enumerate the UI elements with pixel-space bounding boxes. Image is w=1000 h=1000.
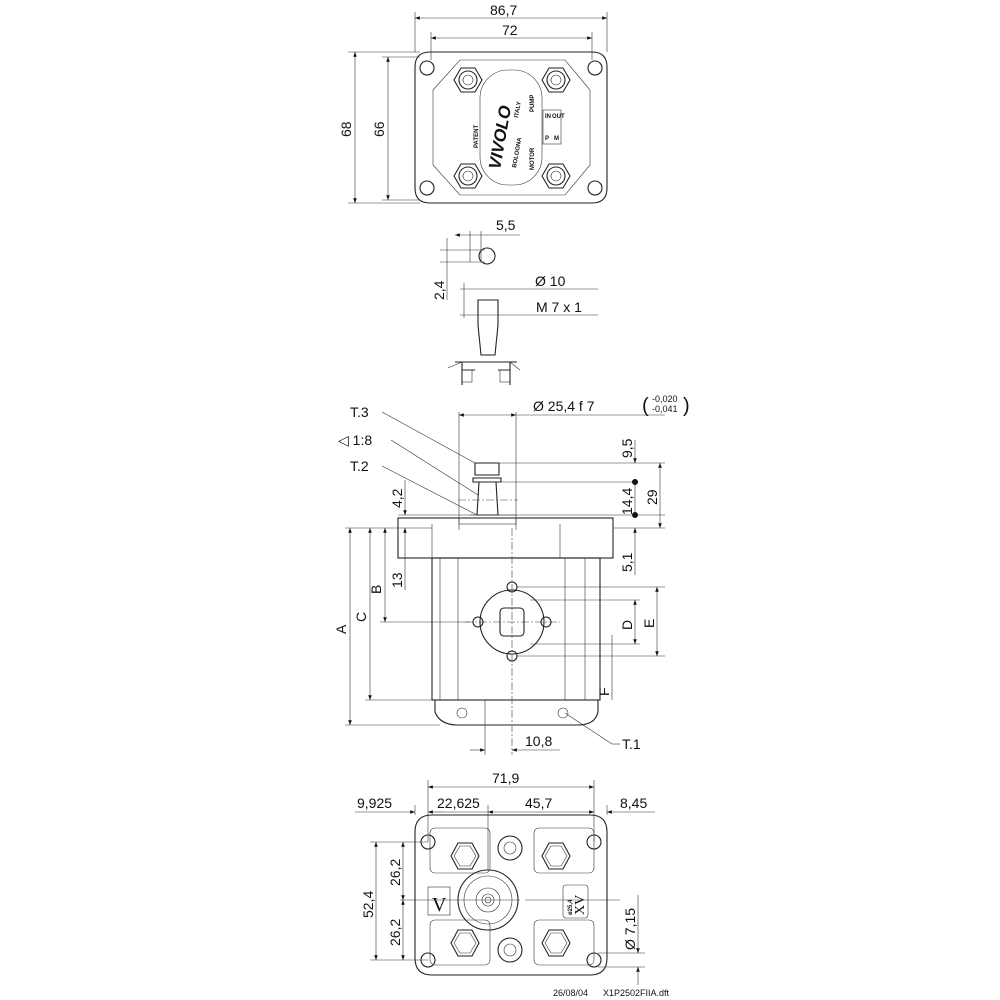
svg-text:26,2: 26,2 bbox=[387, 859, 403, 886]
logo: VIVOLO bbox=[485, 104, 515, 171]
drawing-date: 26/08/04 bbox=[553, 988, 588, 998]
svg-text:4,2: 4,2 bbox=[389, 488, 405, 508]
svg-text:5,1: 5,1 bbox=[619, 552, 635, 572]
svg-text:OUT: OUT bbox=[552, 114, 565, 120]
svg-text:A: A bbox=[333, 624, 349, 634]
shaft-detail: 5,5 2,4 Ø 10 M 7 x 1 bbox=[431, 217, 598, 385]
label-t3: T.3 bbox=[350, 404, 369, 420]
bottom-view: V XV ø25,4 71,9 9,925 22,625 45,7 8,45 5… bbox=[355, 770, 655, 985]
svg-text:Ø 7,15: Ø 7,15 bbox=[622, 908, 638, 950]
svg-text:PUMP: PUMP bbox=[530, 95, 536, 112]
dim-66: 66 bbox=[371, 121, 387, 137]
svg-text:26,2: 26,2 bbox=[387, 919, 403, 946]
drawing-file: X1P2502FIIA.dft bbox=[603, 988, 670, 998]
svg-text:C: C bbox=[353, 612, 369, 622]
svg-text:ITALY: ITALY bbox=[514, 101, 523, 118]
svg-text:M 7 x 1: M 7 x 1 bbox=[536, 299, 582, 315]
label-t1: T.1 bbox=[622, 736, 641, 752]
dim-86-7: 86,7 bbox=[490, 2, 517, 18]
svg-text:-0,020: -0,020 bbox=[652, 394, 678, 404]
svg-text:8,45: 8,45 bbox=[620, 795, 647, 811]
bolts bbox=[453, 67, 571, 189]
svg-text:5,5: 5,5 bbox=[496, 217, 516, 233]
mark-xv: XV bbox=[573, 895, 588, 915]
svg-text:B: B bbox=[368, 585, 384, 594]
svg-text:D: D bbox=[619, 620, 635, 630]
svg-text:Ø 10: Ø 10 bbox=[535, 273, 566, 289]
dim-68: 68 bbox=[338, 121, 354, 137]
svg-text:71,9: 71,9 bbox=[492, 770, 519, 786]
svg-text:MOTOR: MOTOR bbox=[530, 147, 536, 170]
dim-72: 72 bbox=[502, 22, 518, 38]
svg-text:F: F bbox=[596, 687, 612, 696]
svg-text:22,625: 22,625 bbox=[437, 795, 480, 811]
svg-text:-0,041: -0,041 bbox=[652, 404, 678, 414]
svg-text:45,7: 45,7 bbox=[525, 795, 552, 811]
corner-holes bbox=[419, 60, 603, 196]
svg-text:(: ( bbox=[642, 395, 649, 417]
label-t2: T.2 bbox=[350, 458, 369, 474]
svg-text:IN: IN bbox=[545, 114, 551, 120]
svg-text:9,5: 9,5 bbox=[619, 438, 635, 458]
svg-text:M: M bbox=[554, 136, 559, 142]
svg-text:PATENT: PATENT bbox=[474, 125, 480, 148]
svg-text:52,4: 52,4 bbox=[360, 891, 376, 918]
svg-text:9,925: 9,925 bbox=[357, 795, 392, 811]
mark-v: V bbox=[432, 894, 447, 916]
svg-text:29: 29 bbox=[644, 489, 660, 505]
svg-text:): ) bbox=[683, 395, 690, 417]
top-view: VIVOLO BOLOGNA ITALY PATENT PUMP MOTOR P… bbox=[338, 2, 608, 204]
svg-text:ø25,4: ø25,4 bbox=[568, 899, 574, 915]
svg-text:P: P bbox=[545, 136, 549, 142]
svg-text:13: 13 bbox=[389, 572, 405, 588]
svg-text:2,4: 2,4 bbox=[431, 280, 447, 300]
svg-text:E: E bbox=[641, 619, 657, 628]
dim-pilot: Ø 25,4 f 7 bbox=[533, 398, 595, 414]
svg-text:10,8: 10,8 bbox=[525, 733, 552, 749]
side-view: Ø 25,4 f 7 -0,020 -0,041 ( ) T.3 ◁ 1:8 T… bbox=[333, 394, 690, 755]
svg-text:BOLOGNA: BOLOGNA bbox=[512, 136, 523, 168]
svg-text:14,4: 14,4 bbox=[619, 488, 635, 515]
label-taper: ◁ 1:8 bbox=[338, 432, 372, 448]
